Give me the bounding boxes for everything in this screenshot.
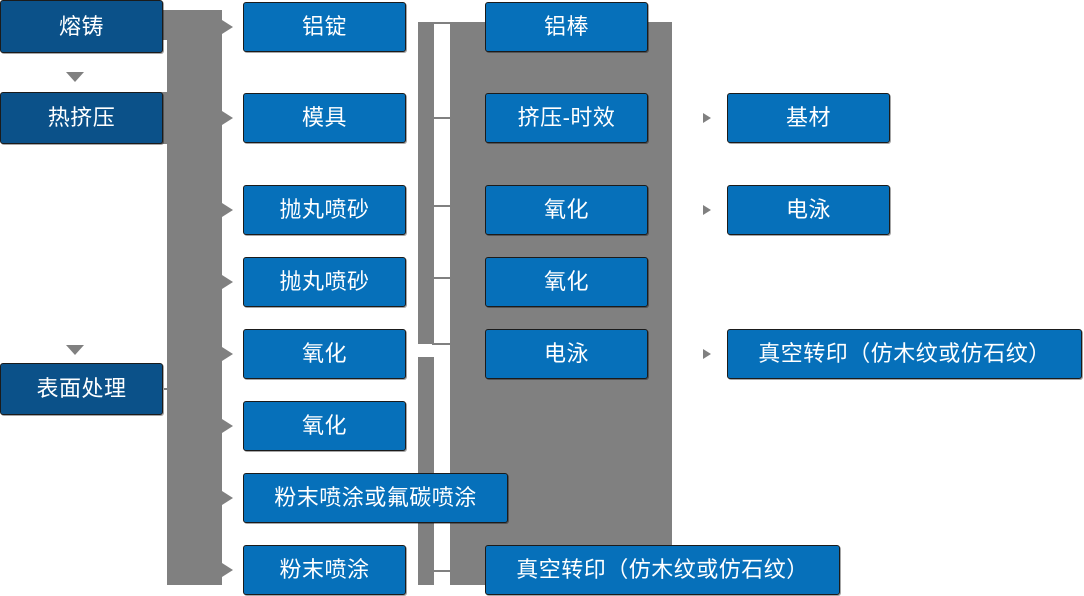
node-extrude-aging[interactable]: 挤压-时效 [485,93,648,143]
node-oxidation-4-label: 氧化 [543,269,589,294]
node-aluminium-ingot-label: 铝锭 [301,14,347,39]
node-aluminium-bar-label: 铝棒 [543,14,589,39]
connector-arrow-down-to-surface [66,345,84,355]
node-aluminium-ingot[interactable]: 铝锭 [243,2,406,52]
node-vacuum-transfer-a[interactable]: 真空转印（仿木纹或仿石纹） [727,329,1082,379]
node-powder-or-pvdf-label: 粉末喷涂或氟碳喷涂 [274,485,477,510]
node-mould-label: 模具 [301,105,347,130]
node-electrophoresis-1[interactable]: 电泳 [485,329,648,379]
connector-mid-bus-lower [418,357,434,585]
connector-mid-bus-upper [418,22,434,344]
stage-hot-extrusion-label: 热挤压 [47,105,116,130]
node-oxidation-4[interactable]: 氧化 [485,257,648,307]
connector-rung-5 [432,343,456,345]
connector-rung-3 [432,205,456,207]
node-electrophoresis-1-label: 电泳 [543,341,589,366]
node-vacuum-transfer-a-label: 真空转印（仿木纹或仿石纹） [758,341,1051,366]
node-mould[interactable]: 模具 [243,93,406,143]
node-oxidation-2[interactable]: 氧化 [243,401,406,451]
arrowhead-to-oxidation-1 [222,347,233,361]
node-shot-blasting-1[interactable]: 抛丸喷砂 [243,185,406,235]
node-extrude-aging-label: 挤压-时效 [517,105,616,130]
node-oxidation-1-label: 氧化 [301,341,347,366]
stage-melt-cast-label: 熔铸 [58,13,104,39]
node-aluminium-bar[interactable]: 铝棒 [485,2,648,52]
node-oxidation-1[interactable]: 氧化 [243,329,406,379]
stage-surface-treatment-label: 表面处理 [36,376,127,401]
stage-melt-cast[interactable]: 熔铸 [0,0,163,53]
node-oxidation-2-label: 氧化 [301,413,347,438]
arrowhead-to-powder-or-pvdf [222,491,233,505]
arrowhead-to-aluminium-ingot [222,20,233,34]
connector-rung-4 [432,277,456,279]
node-vacuum-transfer-b-label: 真空转印（仿木纹或仿石纹） [516,557,809,582]
arrowhead-to-electrophoresis-2 [703,205,711,215]
node-oxidation-3[interactable]: 氧化 [485,185,648,235]
node-vacuum-transfer-b[interactable]: 真空转印（仿木纹或仿石纹） [485,545,840,595]
arrowhead-to-powder-coating [222,563,233,577]
node-powder-coating[interactable]: 粉末喷涂 [243,545,406,595]
node-shot-blasting-1-label: 抛丸喷砂 [279,197,370,222]
connector-rung-6 [432,570,456,572]
arrowhead-to-shot-blasting-1 [222,203,233,217]
node-electrophoresis-2-label: 电泳 [785,197,831,222]
arrowhead-to-vacuum-transfer-a [703,349,711,359]
arrowhead-to-shot-blasting-2 [222,275,233,289]
node-powder-or-pvdf[interactable]: 粉末喷涂或氟碳喷涂 [243,473,508,523]
connector-surface-to-trunk [164,388,190,390]
stage-surface-treatment[interactable]: 表面处理 [0,363,163,415]
node-base-material-label: 基材 [785,105,831,130]
connector-arrow-down-melt-to-extrusion [66,72,84,82]
node-oxidation-3-label: 氧化 [543,197,589,222]
stage-hot-extrusion[interactable]: 热挤压 [0,92,163,144]
node-powder-coating-label: 粉末喷涂 [279,557,370,582]
arrowhead-to-mould [222,111,233,125]
arrowhead-to-oxidation-2 [222,419,233,433]
node-electrophoresis-2[interactable]: 电泳 [727,185,890,235]
node-base-material[interactable]: 基材 [727,93,890,143]
node-shot-blasting-2-label: 抛丸喷砂 [279,269,370,294]
node-shot-blasting-2[interactable]: 抛丸喷砂 [243,257,406,307]
connector-rung-1 [432,22,456,24]
arrowhead-to-base-material [703,113,711,123]
connector-rung-2 [432,117,456,119]
